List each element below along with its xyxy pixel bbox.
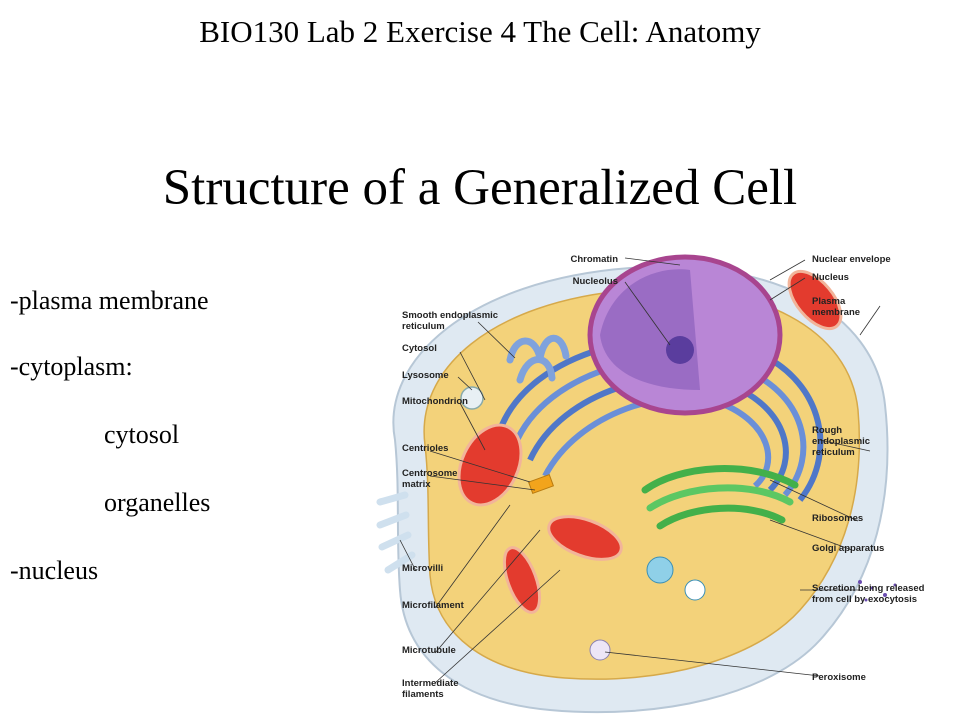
diagram-label-line: Microvilli [402, 563, 443, 574]
diagram-label-line: Golgi apparatus [812, 543, 884, 554]
diagram-label-line: Secretion being released [812, 583, 925, 594]
diagram-label-line: Smooth endoplasmic [402, 310, 498, 321]
golgi-shape [641, 465, 799, 530]
secretion-dots [858, 580, 897, 602]
diagram-label: Chromatin [571, 254, 619, 265]
diagram-label-line: Chromatin [571, 254, 619, 265]
diagram-label-line: Microtubule [402, 645, 456, 656]
diagram-label-line: membrane [812, 307, 860, 318]
diagram-label-line: Rough [812, 425, 842, 436]
diagram-label-line: reticulum [812, 447, 855, 458]
nucleolus-shape [666, 336, 694, 364]
label-leader-lines [399, 257, 881, 684]
diagram-label-line: Peroxisome [812, 672, 866, 683]
diagram-label: Microtubule [402, 645, 456, 656]
diagram-label: Centrioles [402, 443, 448, 454]
diagram-label-line: Lysosome [402, 370, 449, 381]
bullet-plasma-membrane: -plasma membrane [10, 286, 209, 315]
diagram-label-line: Plasma [812, 296, 846, 307]
microvilli-shape [376, 491, 416, 574]
bullet-cytoplasm: -cytoplasm: [10, 352, 133, 381]
slide-title: Structure of a Generalized Cell [162, 160, 798, 216]
diagram-label: Cytosol [402, 343, 437, 354]
bullet-nucleus: -nucleus [10, 556, 99, 585]
diagram-label-line: reticulum [402, 321, 445, 332]
lysosome-shape [460, 386, 484, 410]
diagram-label-line: Mitochondrion [402, 396, 468, 407]
centrioles-shape [527, 473, 555, 495]
diagram-label-line: from cell by exocytosis [812, 594, 917, 605]
diagram-label-line: Nucleus [812, 272, 849, 283]
diagram-label-line: filaments [402, 689, 444, 700]
diagram-label-line: Cytosol [402, 343, 437, 354]
diagram-label: Lysosome [402, 370, 449, 381]
diagram-label: Golgi apparatus [812, 543, 884, 554]
vesicle-shape [684, 579, 706, 601]
diagram-label: Microfilament [402, 600, 465, 611]
smooth-er-shape [506, 334, 570, 384]
diagram-label: Peroxisome [812, 672, 866, 683]
diagram-label-line: Intermediate [402, 678, 459, 689]
diagram-label: Ribosomes [812, 513, 863, 524]
bullet-cytosol: cytosol [104, 420, 180, 449]
diagram-label-line: Ribosomes [812, 513, 863, 524]
diagram-label: Mitochondrion [402, 396, 468, 407]
diagram-label: Nucleus [812, 272, 849, 283]
diagram-label-line: Nuclear envelope [812, 254, 891, 265]
diagram-label-line: Centrosome [402, 468, 457, 479]
diagram-label-line: Centrioles [402, 443, 448, 454]
peroxisome-shape [589, 639, 611, 661]
slide-header: BIO130 Lab 2 Exercise 4 The Cell: Anatom… [199, 14, 761, 49]
diagram-label-line: matrix [402, 479, 431, 490]
vesicle-shape [646, 556, 674, 584]
diagram-label: Nuclear envelope [812, 254, 891, 265]
diagram-label: Nucleolus [573, 276, 618, 287]
diagram-label-line: Nucleolus [573, 276, 618, 287]
bullet-organelles: organelles [104, 488, 211, 517]
diagram-label-line: endoplasmic [812, 436, 870, 447]
diagram-label: Microvilli [402, 563, 443, 574]
diagram-label-line: Microfilament [402, 600, 465, 611]
